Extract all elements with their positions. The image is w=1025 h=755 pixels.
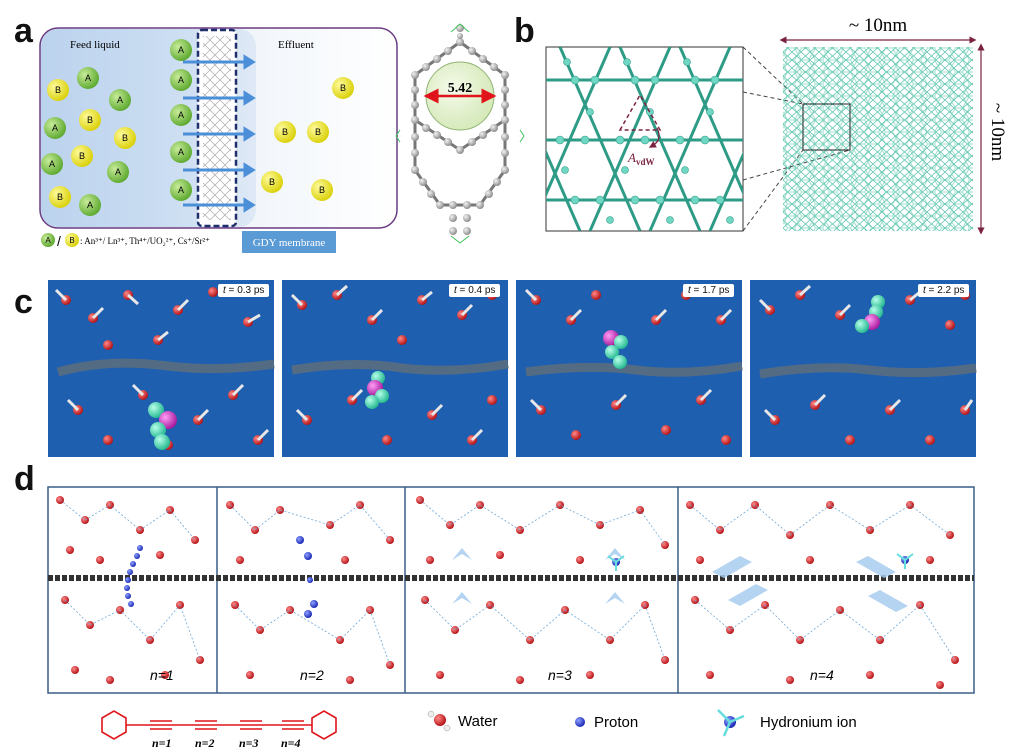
frame-label-2: n=2 bbox=[300, 667, 324, 683]
time-label-2: t = 0.4 ps bbox=[449, 284, 501, 297]
hydronium-4 bbox=[896, 553, 914, 569]
hydronium-legend: Hydronium ion bbox=[717, 709, 857, 737]
gdy-membrane-badge bbox=[242, 231, 336, 253]
md-frame-3 bbox=[516, 280, 743, 457]
hydronium-3 bbox=[607, 555, 625, 571]
svg-text:B: B bbox=[282, 127, 288, 137]
svg-text:A: A bbox=[85, 73, 91, 83]
proton-chain-1 bbox=[124, 545, 143, 607]
transport-arrows bbox=[183, 54, 256, 213]
time-label-1: t = 0.3 ps bbox=[218, 284, 270, 297]
svg-text:B: B bbox=[122, 133, 128, 143]
svg-text:A: A bbox=[52, 123, 58, 133]
svg-text:A: A bbox=[178, 110, 184, 120]
svg-text:A: A bbox=[178, 45, 184, 55]
svg-text:A: A bbox=[49, 159, 55, 169]
time-label-4: t = 2.2 ps bbox=[918, 284, 970, 297]
width-label: ~ 10nm bbox=[849, 15, 908, 36]
panel-c-letter: c bbox=[14, 283, 33, 321]
md-frame-2 bbox=[282, 280, 509, 457]
transport-chevrons bbox=[452, 548, 908, 612]
svg-text:A: A bbox=[87, 200, 93, 210]
frame-label-4: n=4 bbox=[810, 667, 834, 683]
svg-text:A: A bbox=[178, 147, 184, 157]
svg-text:B: B bbox=[79, 151, 85, 161]
svg-text:A: A bbox=[178, 75, 184, 85]
vdw-triangle bbox=[618, 93, 662, 131]
svg-text:B: B bbox=[55, 85, 61, 95]
svg-text:A: A bbox=[45, 236, 51, 245]
frame-label-1: n=1 bbox=[150, 667, 174, 683]
water-label: Water bbox=[458, 713, 497, 730]
panel-d: n=1 n=2 n=3 n=4 n=1 n=2 n=3 n=4 Water Pr… bbox=[47, 486, 975, 750]
svg-text:A: A bbox=[117, 95, 123, 105]
water-legend: Water bbox=[427, 710, 497, 732]
svg-text:B: B bbox=[269, 177, 275, 187]
avdw-label: AvdW bbox=[627, 150, 654, 167]
md-frame-1 bbox=[48, 280, 275, 457]
panel-d-letter: d bbox=[14, 460, 35, 498]
ions: B A A A B B B A A B A A A A A A B B B B … bbox=[41, 39, 354, 216]
panel-b: AvdW ~ 10nm ~ 10nm bbox=[545, 15, 1008, 235]
svg-text:B: B bbox=[87, 115, 93, 125]
effluent-label: Effluent bbox=[278, 39, 314, 51]
ion-legend: A / B : An³⁺/ Ln³⁺, Th⁴⁺/UO₂²⁺, Cs⁺/Sr²⁺ bbox=[41, 233, 210, 249]
svg-text:B: B bbox=[69, 236, 74, 245]
gdy-pore-structure: 5.42 bbox=[395, 23, 525, 244]
chain-label-2: n=2 bbox=[195, 736, 215, 750]
hydronium-label: Hydronium ion bbox=[760, 714, 857, 731]
proton-chain-2 bbox=[296, 536, 318, 618]
panel-a-letter: a bbox=[14, 12, 33, 50]
svg-text:B: B bbox=[319, 185, 325, 195]
zoom-box bbox=[802, 103, 851, 151]
panel-b-letter: b bbox=[514, 12, 535, 50]
svg-text:B: B bbox=[315, 127, 321, 137]
svg-text:/: / bbox=[57, 233, 61, 249]
ion-legend-text: : An³⁺/ Ln³⁺, Th⁴⁺/UO₂²⁺, Cs⁺/Sr²⁺ bbox=[80, 236, 210, 246]
chain-label-3: n=3 bbox=[239, 736, 259, 750]
svg-text:A: A bbox=[178, 185, 184, 195]
gdy-membrane-label: GDY membrane bbox=[253, 237, 326, 249]
chain-label-4: n=4 bbox=[281, 736, 301, 750]
frame-label-3: n=3 bbox=[548, 667, 572, 683]
svg-text:B: B bbox=[340, 83, 346, 93]
panel-a: B A A A B B B A A B A A A A A A B B B B … bbox=[39, 23, 525, 253]
proton-transport-frames bbox=[47, 486, 975, 694]
proton-label: Proton bbox=[594, 714, 638, 731]
time-label-3: t = 1.7 ps bbox=[683, 284, 735, 297]
feed-liquid-label: Feed liquid bbox=[70, 39, 120, 51]
svg-text:B: B bbox=[57, 192, 63, 202]
proton-legend: Proton bbox=[575, 714, 638, 731]
chain-molecule bbox=[101, 710, 337, 740]
panel-c bbox=[48, 280, 977, 457]
height-label: ~ 10nm bbox=[987, 103, 1008, 162]
chain-label-1: n=1 bbox=[152, 736, 172, 750]
pore-size-label: 5.42 bbox=[448, 81, 473, 96]
svg-text:A: A bbox=[115, 167, 121, 177]
md-frame-4 bbox=[750, 280, 977, 457]
